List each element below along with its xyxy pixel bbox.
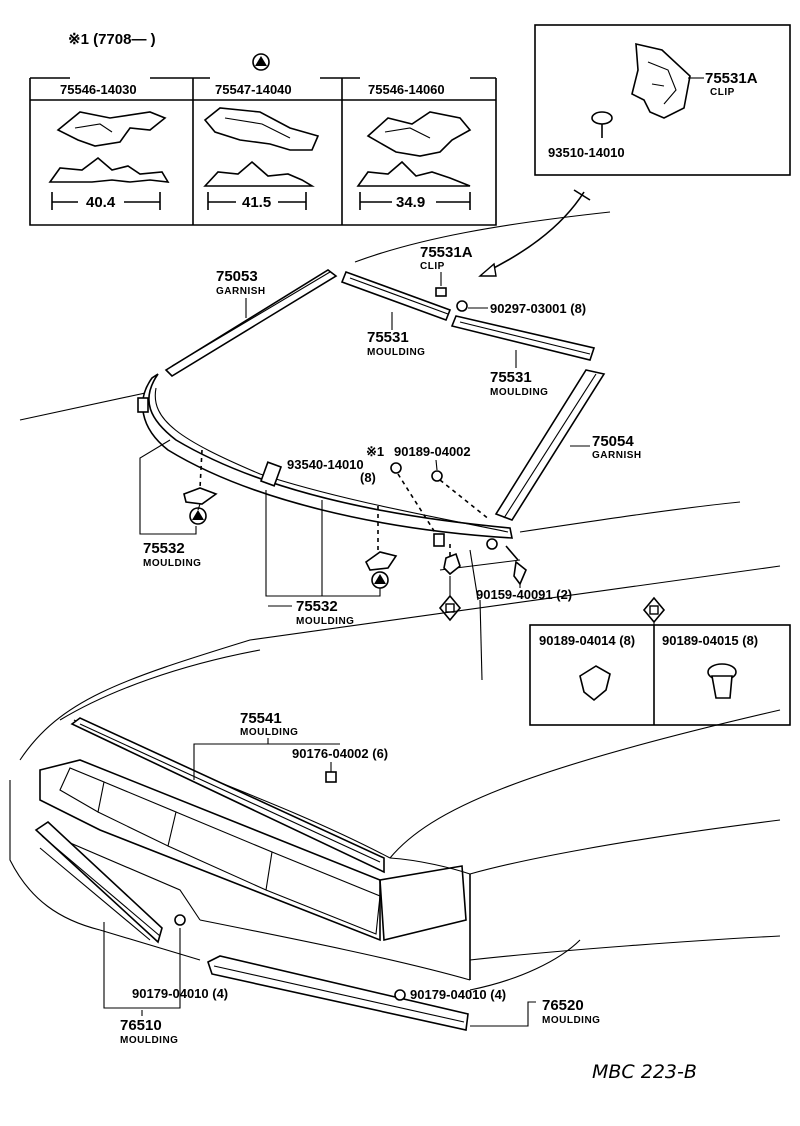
inset-clip-frame: [534, 24, 791, 176]
clip-drawing-1: [48, 111, 170, 183]
screw-90159-icon: [513, 560, 527, 586]
front-moulding-name: MOULDING: [120, 1035, 178, 1046]
triangle-icon: [255, 56, 267, 66]
triangle-symbol-header: [252, 53, 270, 71]
hood-moulding-name: MOULDING: [240, 727, 298, 738]
moulding-low-name: MOULDING: [296, 616, 354, 627]
triangle-icon: [192, 510, 204, 520]
screw-93540-icon: [390, 462, 402, 474]
hood-moulding: [70, 717, 385, 874]
pointer-arrow: [485, 191, 585, 273]
roof-moulding-a-no: 75531: [367, 329, 409, 346]
roof-moulding-b-no: 75531: [490, 369, 532, 386]
bumper-moulding-name: MOULDING: [542, 1015, 600, 1026]
clip-part-no-1: 75546-14030: [60, 82, 137, 97]
p90189-label: 90189-04002: [394, 444, 471, 459]
fastener-right-icon: [711, 675, 733, 699]
clip-dim-3: 34.9: [396, 194, 425, 211]
garnish-right-name: GARNISH: [592, 450, 642, 461]
bumper-moulding-no: 76520: [542, 997, 584, 1014]
inset-fastener-box: 90189-04014 (8) 90189-04015 (8): [529, 596, 791, 726]
garnish-left: [164, 269, 338, 378]
fastener-left-no: 90189-04014 (8): [539, 633, 635, 648]
clip-90189-icon: [431, 470, 443, 482]
clip-main-no: 75531A: [420, 244, 473, 261]
fastener-left-icon: [579, 665, 611, 702]
p90179-right: 90179-04010 (4): [410, 987, 506, 1002]
roof-moulding-a: [340, 270, 452, 322]
dimension-lines: [51, 192, 471, 210]
clip-main-icon: [435, 287, 447, 297]
diagram-code: MBC 223-B: [592, 1061, 697, 1083]
square-in-diamond-icon: [445, 603, 455, 613]
clip-drawing-2: [203, 107, 320, 187]
garnish-left-no: 75053: [216, 268, 258, 285]
clip-part-no-3: 75546-14060: [368, 82, 445, 97]
p90159-label: 90159-40091 (2): [476, 587, 572, 602]
screw-head: [591, 111, 613, 125]
hood-body-outline: [9, 565, 781, 991]
moulding-side-name: MOULDING: [143, 558, 201, 569]
roof-moulding-a-name: MOULDING: [367, 347, 425, 358]
windshield-outline: [19, 211, 741, 681]
square-in-diamond-icon: [649, 605, 659, 615]
clip-part-no-2: 75547-14040: [215, 82, 292, 97]
inset-clip-name: CLIP: [710, 87, 735, 98]
hood-moulding-no: 75541: [240, 710, 282, 727]
clip-table: 75546-14030 75547-14040 75546-14060: [29, 53, 497, 226]
clip-dim-1: 40.4: [86, 194, 116, 211]
p90179-left: 90179-04010 (4): [132, 986, 228, 1001]
clip-dim-2: 41.5: [242, 194, 271, 211]
garnish-left-name: GARNISH: [216, 286, 266, 297]
bumper-moulding: [207, 955, 469, 1031]
clip-90176-icon: [325, 771, 337, 783]
header-note: ※1 (7708— ): [68, 31, 156, 48]
garnish-right-no: 75054: [592, 433, 634, 450]
moulding-side-no: 75532: [143, 540, 185, 557]
clip-square-group: [438, 544, 462, 622]
p90189-mark: ※1: [366, 444, 384, 459]
triangle-icon: [374, 574, 386, 584]
inset-screw-no: 93510-14010: [548, 145, 625, 160]
p93540-qty: (8): [360, 470, 376, 485]
p90297-label: 90297-03001 (8): [490, 301, 586, 316]
nut-90297-icon: [456, 300, 468, 312]
clip-drawing-3: [356, 111, 472, 187]
inset-clip-box: 75531A CLIP 93510-14010: [534, 24, 791, 176]
roof-moulding-b-name: MOULDING: [490, 387, 548, 398]
front-moulding-no: 76510: [120, 1017, 162, 1034]
fastener-right-no: 90189-04015 (8): [662, 633, 758, 648]
inset-clip-no: 75531A: [705, 70, 758, 87]
front-moulding: [34, 820, 163, 944]
clip-75531a-drawing: [631, 42, 691, 119]
windshield-lower-moulding: [141, 373, 513, 539]
clip-table-frame: [29, 78, 497, 226]
clip-main-name: CLIP: [420, 261, 445, 272]
moulding-low-no: 75532: [296, 598, 338, 615]
moulding-side-clip: [183, 449, 218, 525]
p93540-label: 93540-14010: [287, 457, 364, 472]
p90176-label: 90176-04002 (6): [292, 746, 388, 761]
